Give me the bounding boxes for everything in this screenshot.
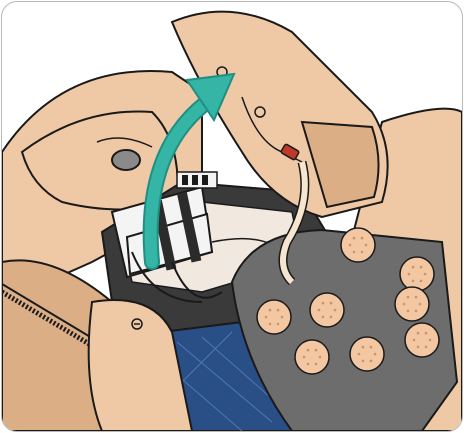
eye-icon <box>112 150 140 170</box>
connector-icon <box>177 172 217 188</box>
sensor-pad-dot <box>310 293 344 327</box>
sensor-pad-dot <box>341 228 375 262</box>
sensor-pad-dot <box>350 337 384 371</box>
sensor-pad-dot <box>257 300 291 334</box>
sensor-pad-dot <box>400 257 434 291</box>
sensor-pad-dot <box>405 323 439 357</box>
sensor-pad-dot <box>295 340 329 374</box>
sensor-pad-dot <box>395 287 429 321</box>
